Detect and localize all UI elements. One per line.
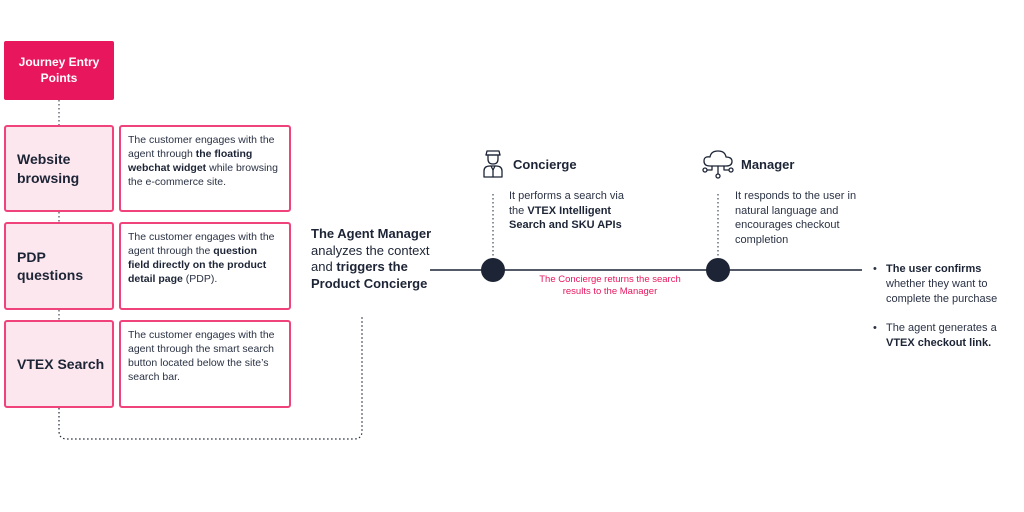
manager-description: It responds to the user in natural langu… (735, 190, 857, 246)
description-text: while browsing the e-commerce site. (128, 161, 278, 188)
description-text: The customer engages with the agent thro… (128, 329, 275, 383)
agent-manager-description: The Agent Manager analyzes the context a… (311, 226, 433, 293)
description-highlight: the floating webchat widget (128, 147, 253, 174)
entry-point-website-browsing: Website browsing (4, 125, 114, 212)
entry-point-label: Website browsing (17, 151, 80, 186)
entry-point-pdp-questions: PDP questions (4, 222, 114, 310)
cloud-network-icon (702, 150, 734, 179)
bullet-icon: • (873, 263, 877, 275)
manager-timeline-node (706, 258, 730, 282)
agent-manager-text: analyzes the context and (311, 242, 430, 275)
entry-point-description: The customer engages with the agent thro… (119, 222, 291, 310)
concierge-person-icon (483, 150, 503, 178)
entry-point-label: VTEX Search (17, 355, 105, 372)
description-text: The customer engages with the agent thro… (128, 134, 275, 160)
description-text: It performs a search via the (509, 190, 624, 217)
description-highlight: VTEX Intelligent Search and SKU APIs (509, 204, 622, 232)
journey-entry-points-header: Journey Entry Points (4, 41, 114, 100)
entry-point-label: PDP questions (17, 248, 84, 283)
manager-title: Manager (741, 157, 795, 172)
concierge-title: Concierge (513, 157, 577, 172)
outcome-text: The agent generates a (886, 322, 997, 334)
outcome-highlight: The user confirms (886, 263, 982, 275)
agent-manager-title: The Agent Manager (311, 226, 432, 241)
description-text: (PDP). (182, 272, 218, 285)
agent-manager-highlight: triggers the Product Concierge (311, 259, 428, 291)
concierge-returns-note: The Concierge returns the search results… (539, 274, 681, 298)
entry-point-vtex-search: VTEX Search (4, 320, 114, 408)
bullet-icon: • (873, 322, 877, 334)
entry-point-description: The customer engages with the agent thro… (119, 320, 291, 408)
outcome-item: • The agent generates a VTEX checkout li… (873, 321, 1023, 351)
concierge-description: It performs a search via the VTEX Intell… (509, 189, 629, 233)
description-text: The customer engages with the agent thro… (128, 231, 275, 257)
outcome-item: • The user confirms whether they want to… (873, 262, 1023, 308)
outcome-text: whether they want to complete the purcha… (886, 278, 998, 306)
concierge-timeline-node (481, 258, 505, 282)
outcome-highlight: VTEX checkout link. (886, 337, 992, 350)
description-highlight: question field directly on the product d… (128, 244, 267, 285)
entry-point-description: The customer engages with the agent thro… (119, 125, 291, 212)
